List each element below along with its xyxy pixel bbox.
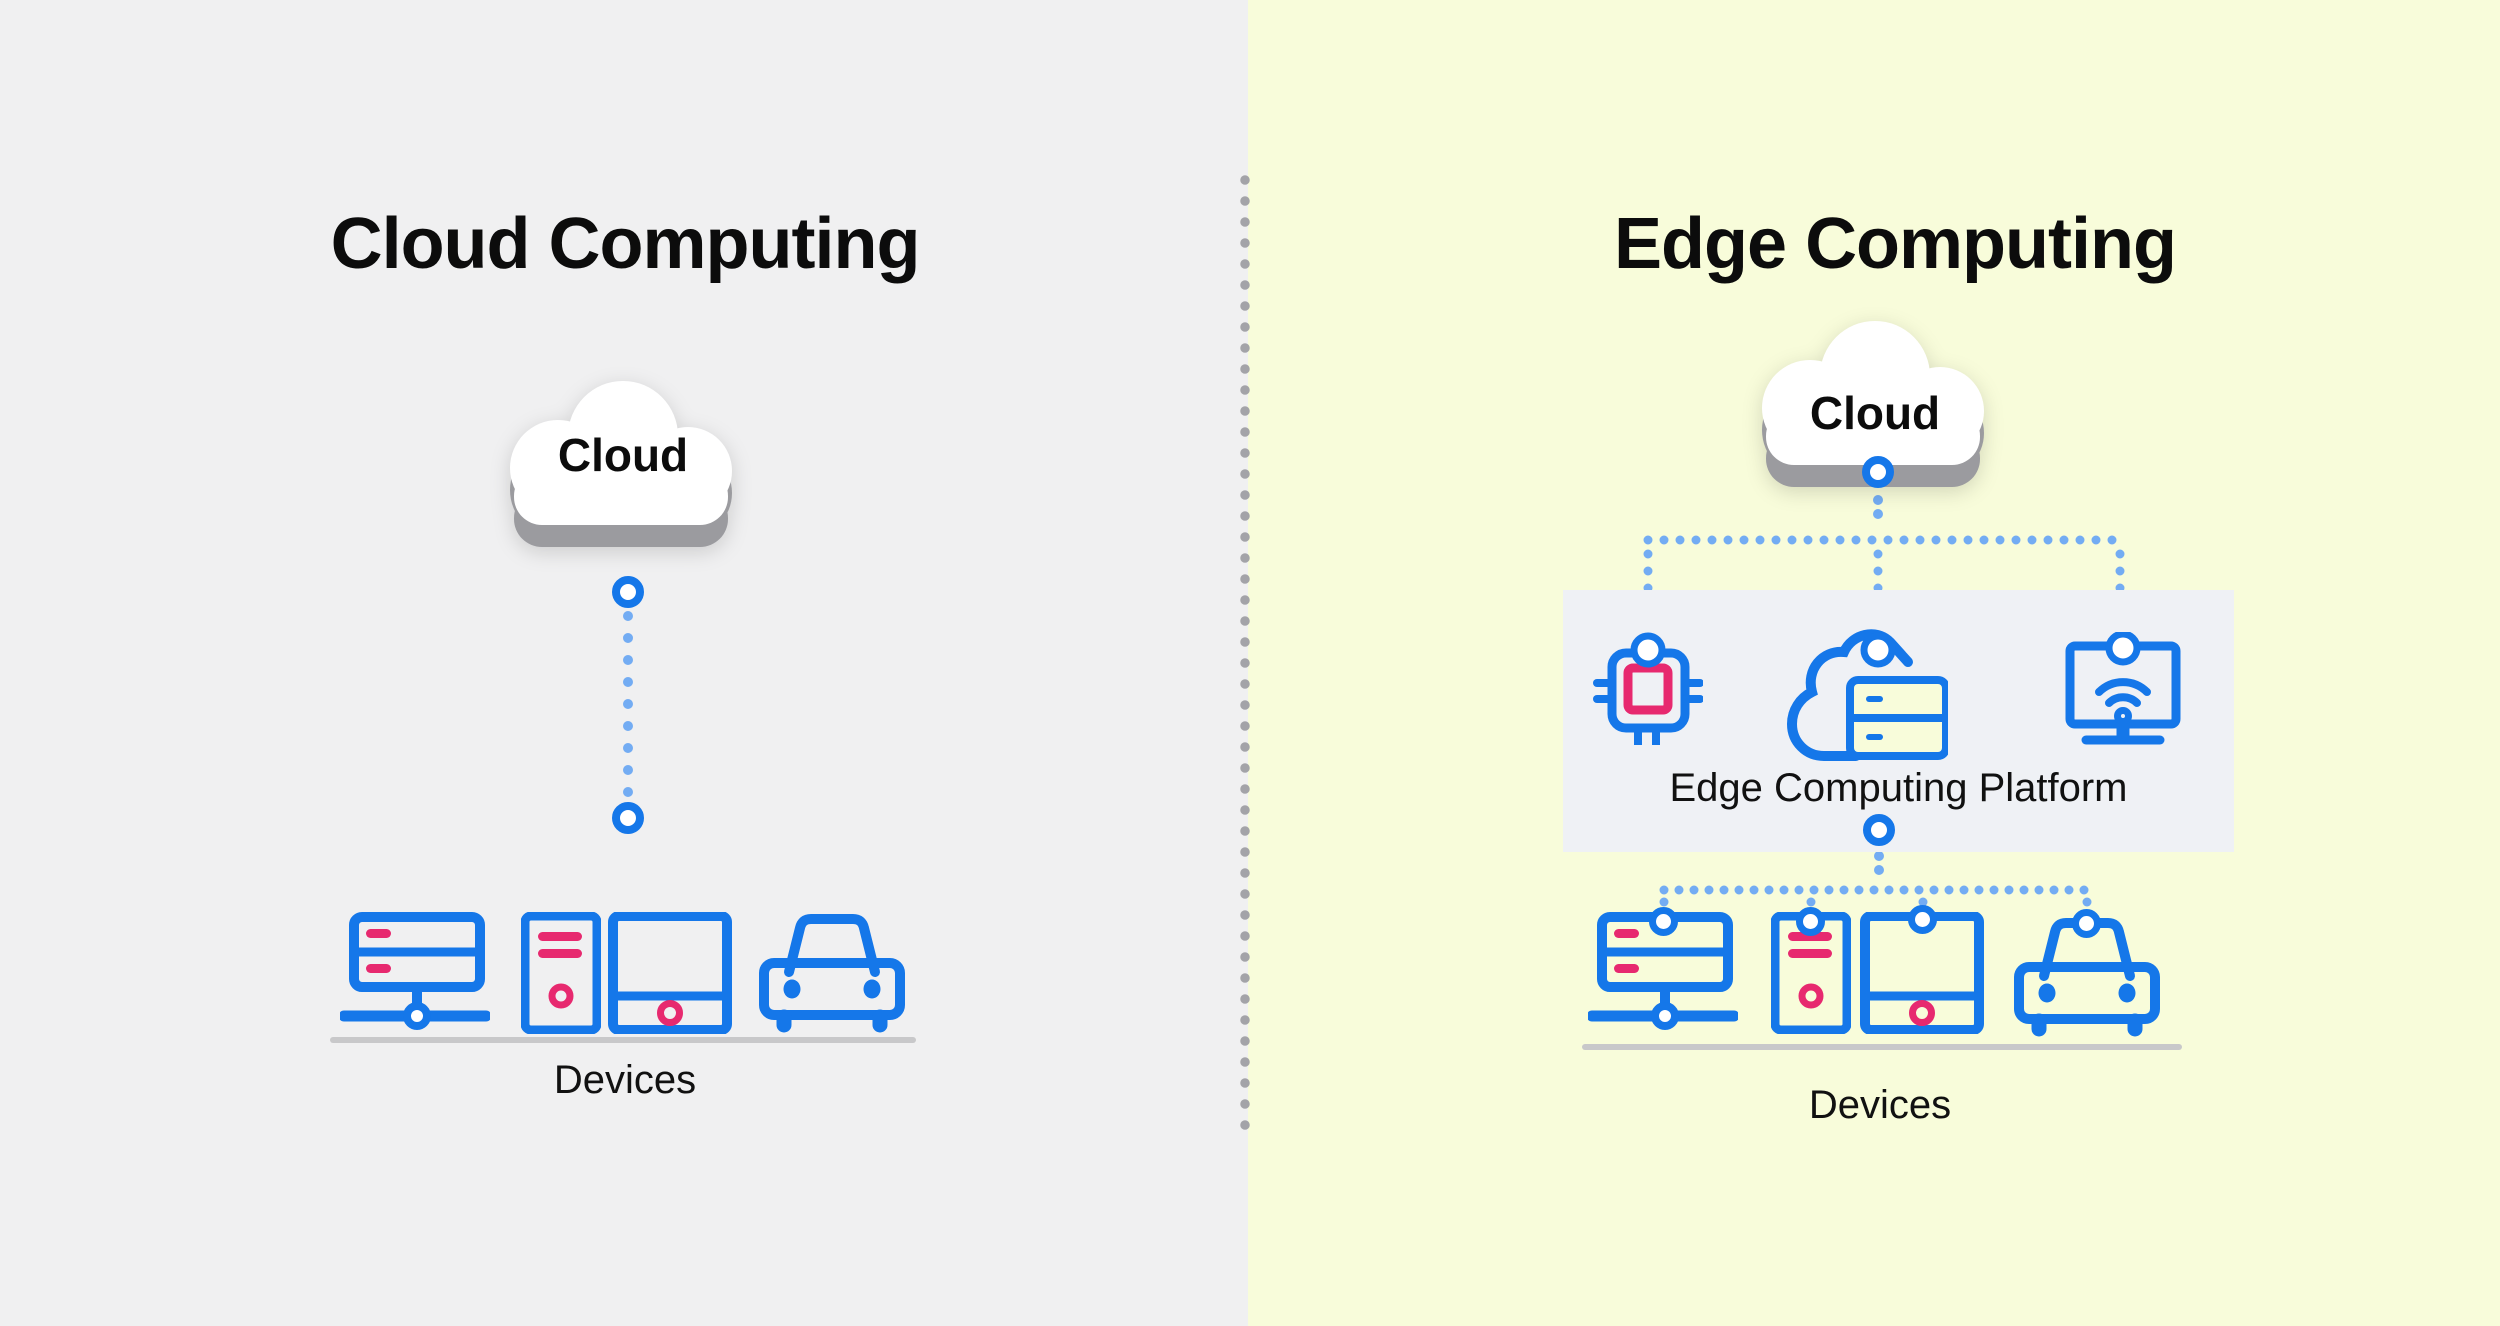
network-server-icon [1588, 912, 1738, 1030]
cloud-body [1762, 321, 1984, 465]
cloud-server-icon [1786, 629, 1948, 761]
cloud-body [510, 381, 732, 525]
cloud-3d-icon [510, 381, 732, 547]
left-link-node-bottom [612, 802, 644, 834]
left-cloud-label: Cloud [557, 429, 689, 481]
car-icon [759, 914, 905, 1033]
right-cloud-node [1862, 456, 1894, 488]
cloud-3d-icon [1762, 321, 1984, 487]
car-link-node [2072, 909, 2101, 938]
network-server-icon [340, 912, 490, 1030]
platform-bottom-node [1863, 814, 1895, 846]
left-devices-label: Devices [553, 1058, 697, 1102]
edge-computing-title: Edge Computing [1614, 204, 2177, 284]
server-link-node [1649, 907, 1678, 936]
right-devices-label: Devices [1808, 1083, 1952, 1127]
right-cloud-label: Cloud [1809, 387, 1941, 439]
box-link-node [1908, 905, 1937, 934]
desktop-box-icon [608, 912, 732, 1034]
wifi-monitor-icon [2065, 632, 2181, 745]
tower-link-node [1796, 907, 1825, 936]
left-link-node-top [612, 576, 644, 608]
edge-platform-label: Edge Computing Platform [1669, 766, 2128, 810]
left-devices-baseline [330, 1037, 916, 1043]
tower-pc-icon [521, 912, 601, 1034]
right-devices-baseline [1582, 1044, 2182, 1050]
cloud-computing-title: Cloud Computing [330, 204, 921, 284]
chip-icon [1593, 632, 1703, 745]
